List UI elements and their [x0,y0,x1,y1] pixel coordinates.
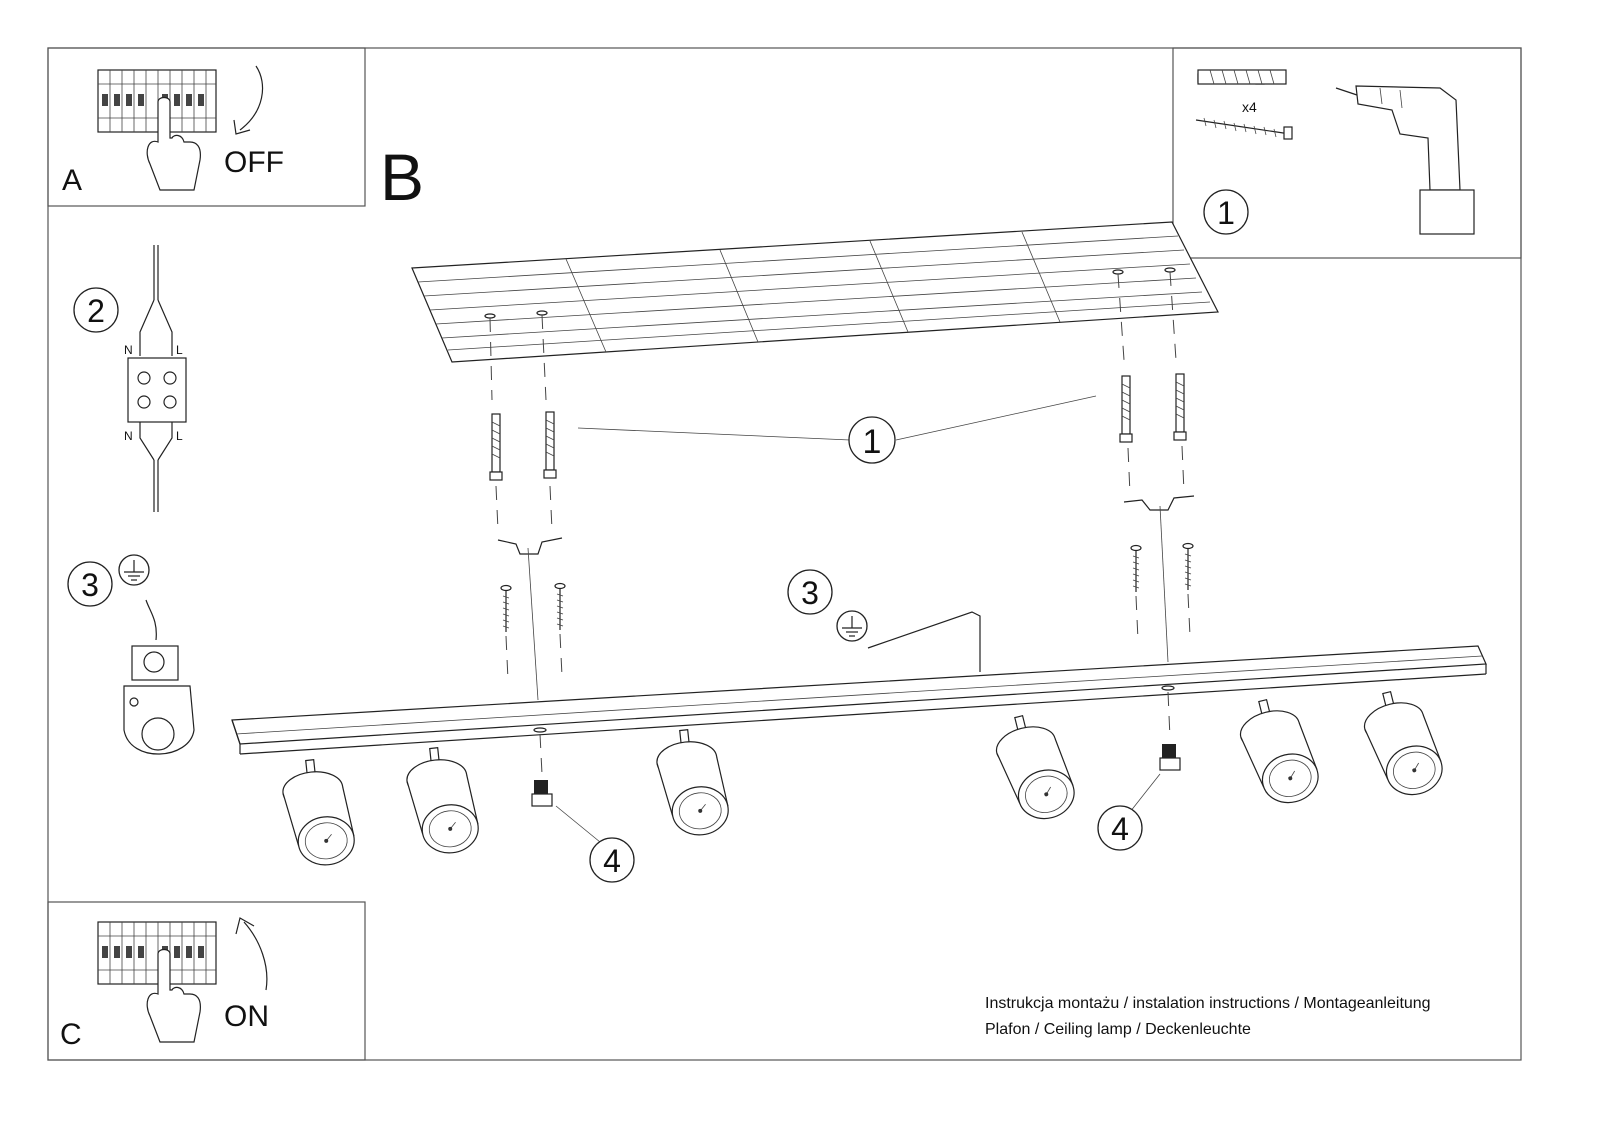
breaker-panel-icon [97,69,217,133]
screw-icon [1130,544,1142,593]
right-mount [1112,267,1195,663]
terminal-block-icon [127,357,187,423]
breaker-panel-icon [97,921,217,985]
arrow-up-icon [243,921,268,991]
panel-a-letter: A [62,164,82,197]
ground-icon [836,610,868,642]
spot-lamp [1356,683,1448,804]
step-2-label: 2 [87,293,105,329]
panel-c: C ON [47,901,366,1061]
callout-3-label: 3 [801,575,819,611]
mounting-bracket-icon [1123,495,1195,511]
left-end-screw: 4 [531,727,635,883]
wall-plug-icon [543,411,557,479]
screw-icon [554,582,566,631]
screw-icon [500,584,512,633]
tools-panel: x4 1 [1172,47,1522,259]
right-end-screw: 4 [1097,685,1181,851]
callout-1-label: 1 [863,423,882,461]
spot-lamp [988,707,1080,828]
callout-4-right: 4 [1111,811,1129,847]
left-mount [484,310,566,701]
callout-3: 3 [787,569,981,672]
panel-c-letter: C [60,1018,82,1051]
step-3-label: 3 [81,567,99,603]
wall-plug-icon [1119,375,1133,443]
earth-block: 3 [67,554,195,755]
screw-icon [1195,117,1293,140]
screw-icon [1182,542,1194,591]
wall-plug-icon [489,413,503,481]
earth-wire [867,611,981,672]
spot-lamp [403,743,482,858]
on-label: ON [224,1000,269,1033]
track-rail [231,645,1487,755]
spot-lamp [653,725,732,840]
terminal-n-top: N [124,343,133,357]
panel-b-letter: B [380,140,424,214]
drill-icon [1335,85,1475,235]
wall-plug-icon [1173,373,1187,441]
page-frame [47,47,1522,1061]
panel-a: A OFF [47,47,366,207]
ground-icon [118,554,150,586]
spot-lamp [1232,691,1324,812]
terminal-l-top: L [176,343,183,357]
callout-1: 1 [577,395,1097,464]
footer-line-2: Plafon / Ceiling lamp / Deckenleuchte [985,1021,1251,1038]
spot-lamp [279,755,358,870]
mounting-bracket-icon [497,537,563,555]
footer-line-1: Instrukcja montażu / instalation instruc… [985,995,1431,1012]
quantity-label: x4 [1242,99,1257,115]
step-1-tools: 1 [1217,195,1235,231]
wiring-block: 2 N L N L [73,245,187,512]
callout-4-left: 4 [603,843,621,879]
ceiling-panel [411,221,1219,363]
arrow-down-icon [239,65,264,131]
terminal-l-bottom: L [176,429,183,443]
terminal-n-bottom: N [124,429,133,443]
off-label: OFF [224,146,284,179]
